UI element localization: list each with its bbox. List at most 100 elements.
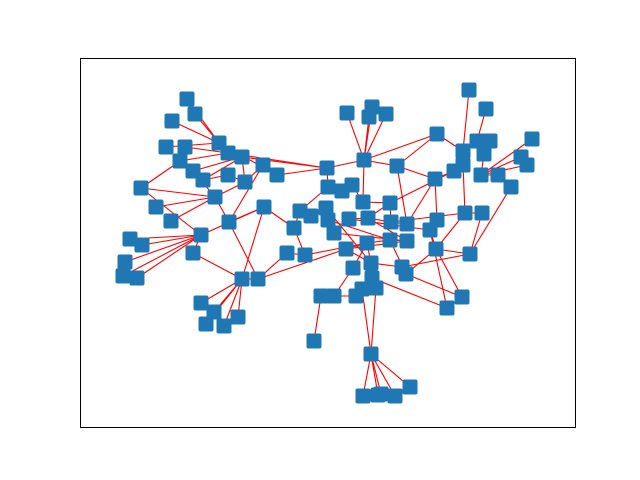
edge-n2-n8 [171,120,220,144]
node-n16 [148,199,164,215]
edge-n20-n28 [241,206,265,280]
edge-n58-n45 [363,113,387,161]
node-n46 [355,194,371,210]
node-n61 [461,82,477,98]
node-n18 [207,189,223,205]
node-n60 [429,126,445,142]
node-n65 [482,133,498,149]
node-layer [115,82,540,404]
node-n91 [398,266,414,282]
node-n93 [326,288,342,304]
node-n44 [344,177,360,193]
node-n24 [115,268,131,284]
node-n53 [383,214,399,230]
node-n12 [237,174,253,190]
edge-n80-n97 [435,248,463,298]
edge-n24-n26 [122,234,202,277]
node-n41 [319,160,335,176]
node-n35 [306,333,322,349]
node-n62 [478,101,494,117]
node-n68 [446,163,462,179]
node-n80 [428,241,444,257]
node-n7 [195,172,211,188]
node-n31 [206,304,222,320]
node-n69 [427,171,443,187]
edge-n61-n63 [462,89,470,152]
node-n92 [348,288,364,304]
edge-n15-n18 [140,187,216,198]
node-n71 [490,167,506,183]
node-n76 [457,205,473,221]
edge-n52-n68 [389,170,455,204]
edge-n19-n13 [228,164,264,223]
node-n85 [338,241,354,257]
node-n97 [454,289,470,305]
node-n47 [318,200,334,216]
node-n103 [402,379,418,395]
node-n64 [469,133,485,149]
node-n30 [193,295,209,311]
node-n34 [216,318,232,334]
node-n49 [326,225,342,241]
edge-n22-n26 [141,234,202,246]
edge-n70-n75 [480,138,533,176]
edge-n67-n76 [462,164,466,214]
node-n58 [378,106,394,122]
node-n57 [361,109,377,125]
node-n95 [345,260,361,276]
node-n3 [158,139,174,155]
node-n81 [462,246,478,262]
node-n42 [320,179,336,195]
node-n13 [255,157,271,173]
node-n20 [256,199,272,215]
edge-n15-n26 [140,187,202,236]
node-n48 [320,212,336,228]
node-n22 [134,237,150,253]
node-n33 [198,316,214,332]
node-n15 [133,180,149,196]
node-n66 [476,146,492,162]
node-n79 [422,222,438,238]
node-n96 [439,300,455,316]
node-n102 [387,388,403,404]
edge-n16-n18 [155,196,216,208]
node-n70 [473,167,489,183]
node-n38 [286,220,302,236]
node-n89 [368,280,384,296]
edge-n5-n9 [179,152,229,162]
node-n10 [234,149,250,165]
edge-n27-n28 [192,252,243,280]
node-n98 [363,346,379,362]
edge-n91-n97 [405,273,463,298]
node-n82 [399,233,415,249]
node-n21 [122,231,138,247]
node-n29 [250,271,266,287]
node-n36 [279,245,295,261]
node-n52 [382,195,398,211]
node-n84 [359,235,375,251]
node-n50 [341,211,357,227]
edge-n29-n85 [257,248,347,280]
node-n11 [220,167,236,183]
edge-n14-n41 [276,167,328,176]
node-n99 [355,388,371,404]
node-n55 [339,105,355,121]
node-n26 [193,227,209,243]
node-n77 [474,205,490,221]
edge-n55-n45 [346,112,365,161]
node-n28 [234,271,250,287]
node-n59 [389,158,405,174]
node-n63 [455,143,471,159]
edge-n45-n60 [363,133,438,161]
node-n4 [177,139,193,155]
edge-n28-n34 [223,278,243,327]
node-n23 [117,254,133,270]
node-n19 [221,214,237,230]
node-n2 [164,113,180,129]
node-n45 [356,152,372,168]
node-n101 [373,386,389,402]
node-n17 [163,213,179,229]
edge-n25-n26 [136,234,202,279]
